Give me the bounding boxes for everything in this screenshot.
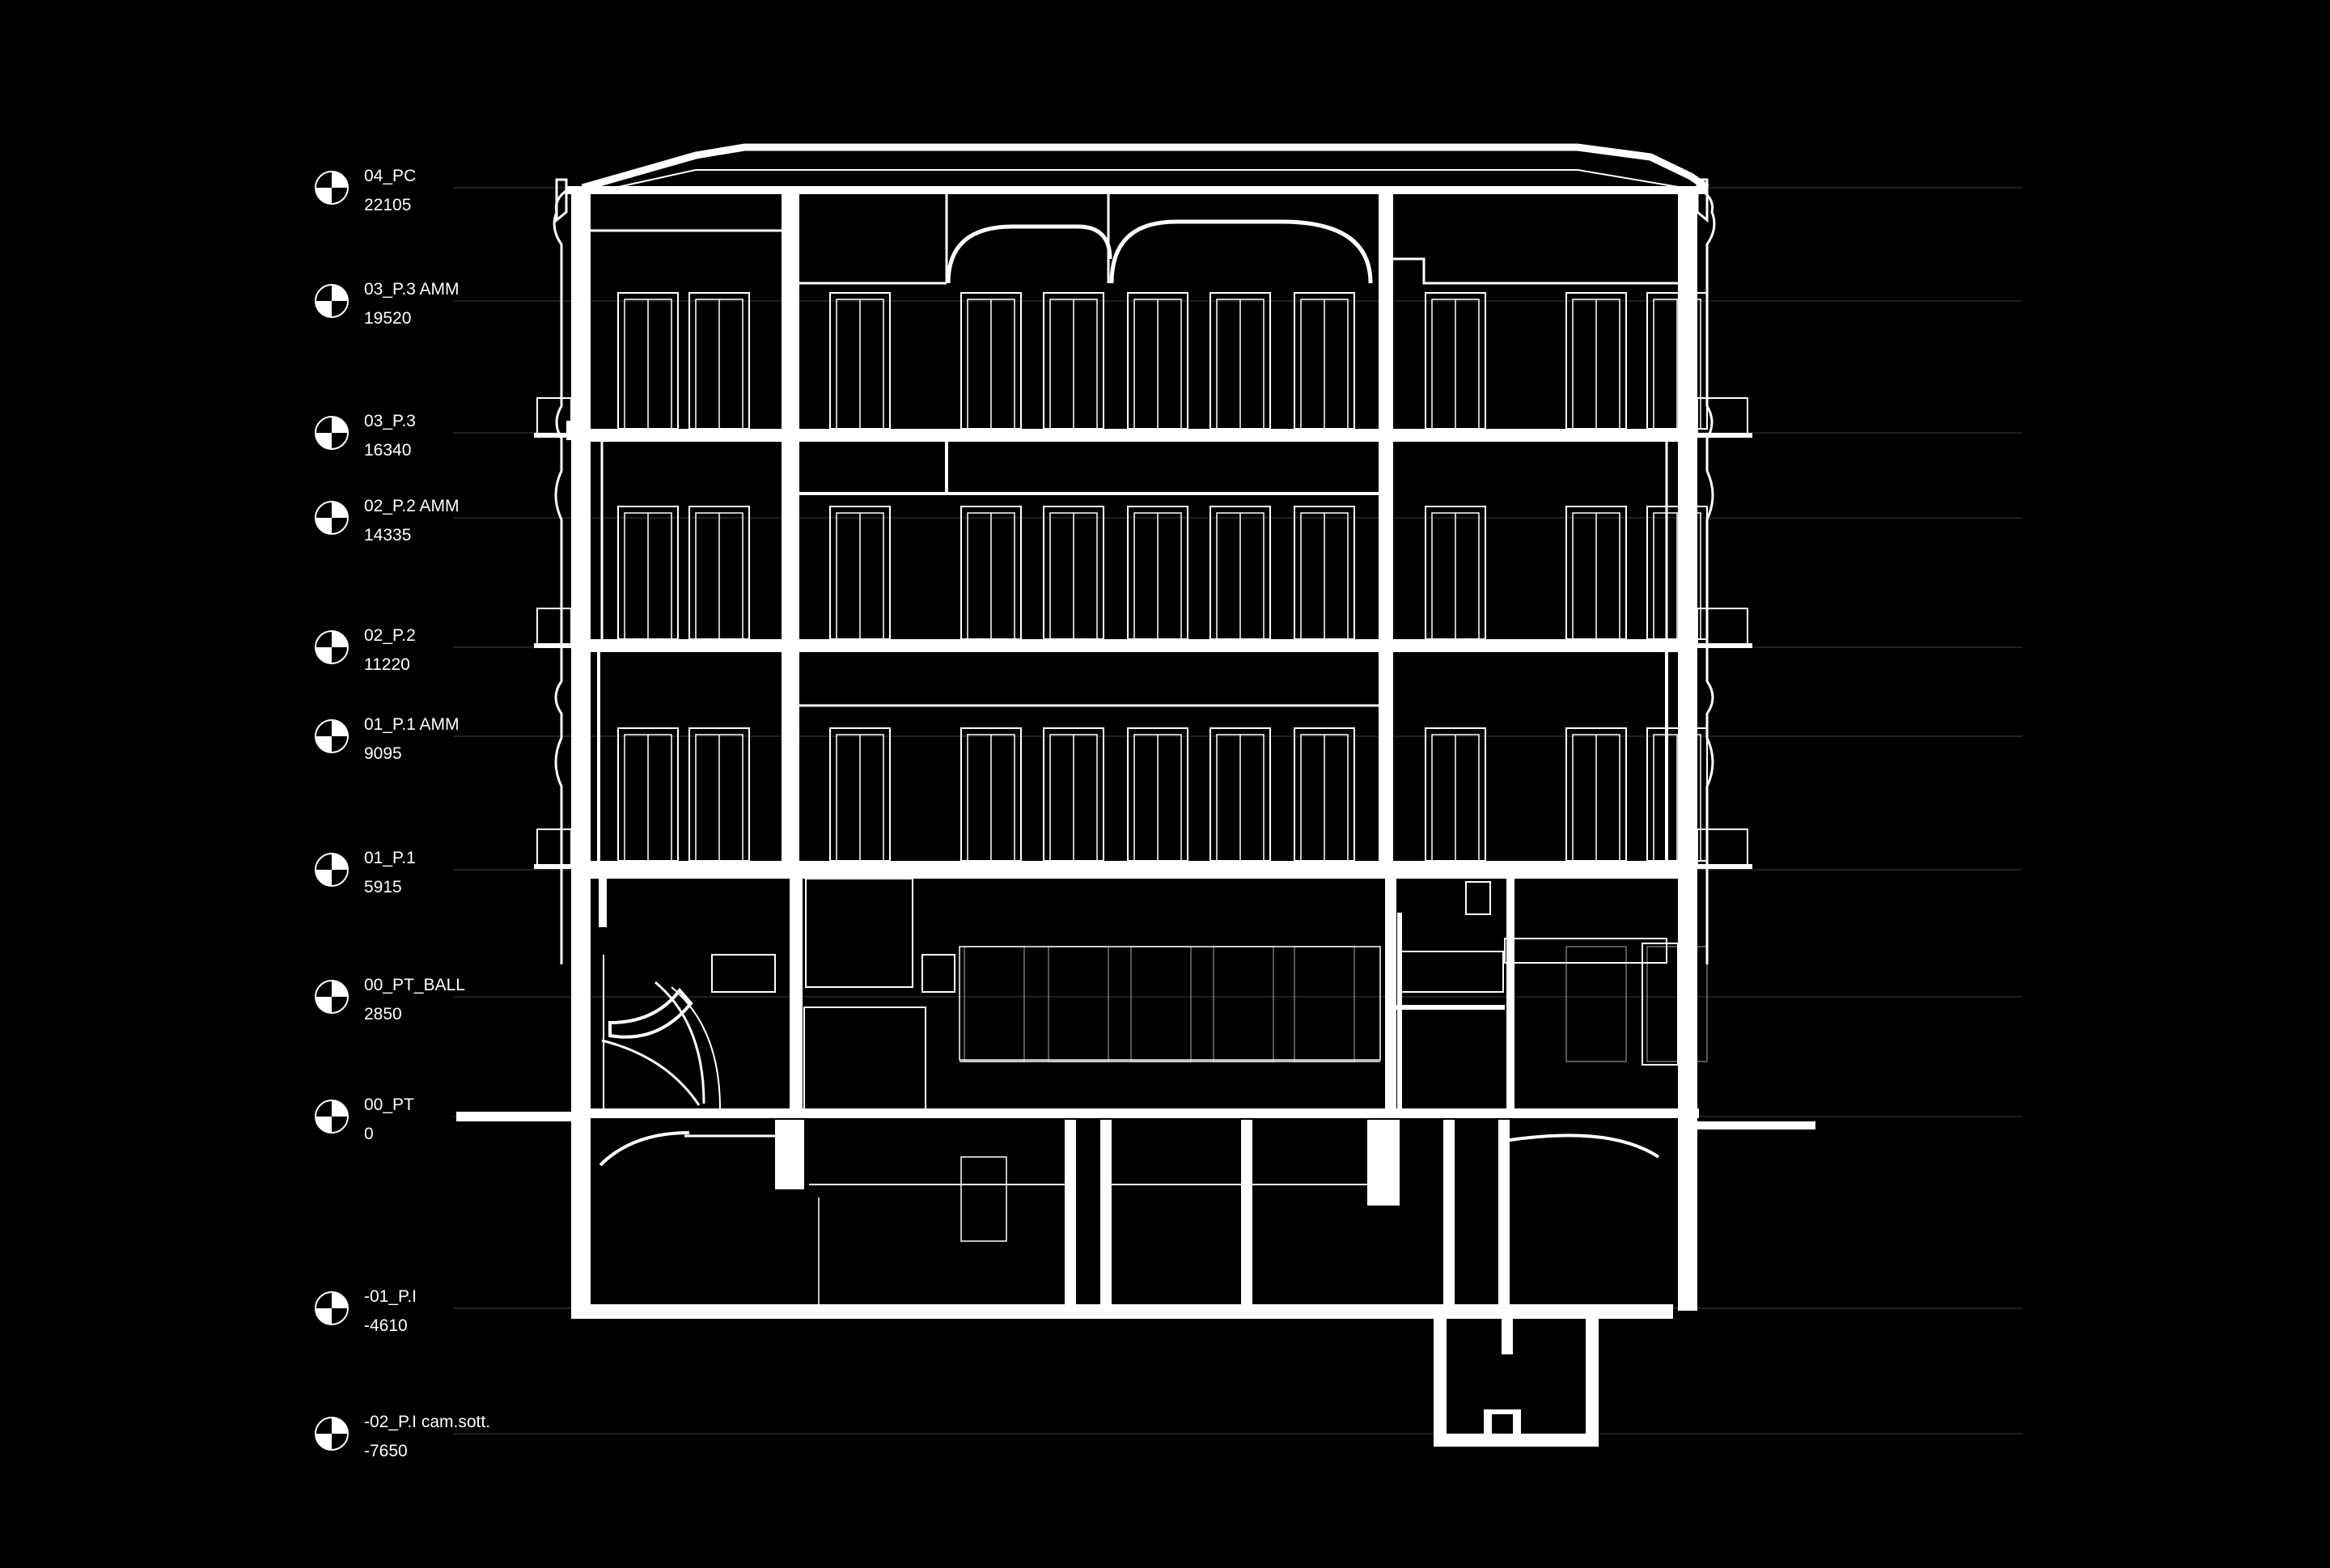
level-name: -01_P.I	[364, 1287, 417, 1306]
upper-floor-details	[591, 191, 1678, 861]
level-datum-icon	[315, 171, 349, 205]
level-datum-icon	[315, 1417, 349, 1451]
level-name: 04_PC	[364, 167, 416, 185]
building-section	[456, 143, 1815, 1447]
ground-floor-door	[1565, 946, 1627, 1062]
level-elevation: 22105	[364, 196, 411, 214]
level-datum-icon	[315, 1100, 349, 1134]
floor-slabs	[456, 429, 1815, 1319]
level-name: 02_P.2	[364, 626, 416, 645]
level-elevation: 0	[364, 1125, 374, 1143]
level-name: 01_P.1	[364, 849, 416, 867]
ground-floor	[601, 878, 1679, 1113]
level-5: 01_P.1 AMM 9095	[315, 715, 2023, 763]
level-datum-icon	[315, 416, 349, 450]
level-elevation: 16340	[364, 441, 411, 460]
pit	[1434, 1316, 1599, 1447]
level-elevation: 19520	[364, 309, 411, 328]
level-elevation: 2850	[364, 1005, 402, 1023]
basement	[599, 1131, 1660, 1304]
level-elevation: 14335	[364, 526, 411, 545]
level-elevation: 9095	[364, 744, 402, 763]
level-datum-icon	[315, 980, 349, 1014]
level-10: -02_P.I cam.sott. -7650	[315, 1413, 2023, 1460]
level-3: 02_P.2 AMM 14335	[315, 497, 2023, 545]
level-1: 03_P.3 AMM 19520	[315, 280, 2023, 328]
level-datum-icon	[315, 1291, 349, 1325]
level-name: 00_PT	[364, 1095, 414, 1114]
level-name: 01_P.1 AMM	[364, 715, 460, 734]
level-datum-icon	[315, 853, 349, 887]
level-elevation: -4610	[364, 1316, 408, 1335]
windows	[617, 292, 1708, 1062]
interior-walls	[599, 191, 1514, 1306]
level-name: 00_PT_BALL	[364, 976, 465, 994]
level-datum-icon	[315, 719, 349, 753]
level-name: 03_P.3	[364, 412, 416, 430]
level-elevation: -7650	[364, 1442, 408, 1460]
level-name: 03_P.3 AMM	[364, 280, 460, 299]
level-name: -02_P.I cam.sott.	[364, 1413, 490, 1431]
level-datum-icon	[315, 630, 349, 664]
level-name: 02_P.2 AMM	[364, 497, 460, 515]
level-7: 00_PT_BALL 2850	[315, 976, 2023, 1023]
level-elevation: 5915	[364, 878, 402, 896]
level-elevation: 11220	[364, 655, 410, 674]
balconies	[534, 397, 1752, 869]
level-datum-icon	[315, 284, 349, 318]
level-8: 00_PT 0	[315, 1095, 2023, 1143]
level-datum-icon	[315, 501, 349, 535]
